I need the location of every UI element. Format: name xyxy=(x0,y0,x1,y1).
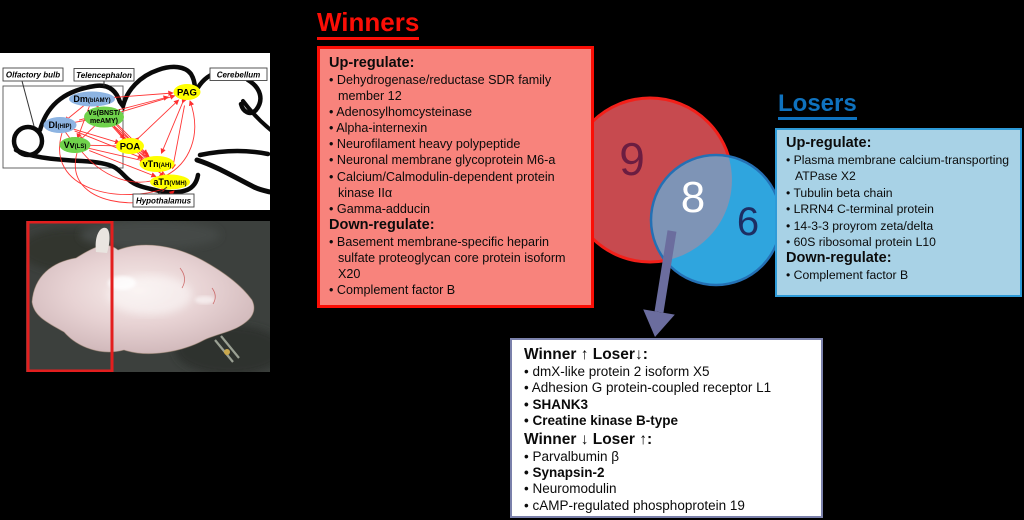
brain-outline xyxy=(11,64,270,195)
list-item: Neuronal membrane glycoprotein M6-a xyxy=(329,152,582,168)
node-atn xyxy=(150,174,190,190)
winner-down-loser-up-list: Parvalbumin β Synapsin-2 Neuromodulin cA… xyxy=(524,449,809,515)
venn-losers-count: 6 xyxy=(737,200,759,244)
telencephalon-label: Telencephalon xyxy=(76,71,132,80)
region-labels: Olfactory bulb Telencephalon Cerebellum … xyxy=(2,67,268,208)
node-dm xyxy=(69,91,115,107)
winners-down-header: Down-regulate: xyxy=(329,216,435,233)
forceps-joint xyxy=(224,349,230,355)
venn-shared-count: 8 xyxy=(681,173,705,222)
brain-nodes: Dm(blAMY) Vs(BNST/meAMY) Dl(HIP) Vv(LS) … xyxy=(43,84,201,190)
list-item: Adenosylhomcysteinase xyxy=(329,104,582,120)
node-vv-label: Vv(LS) xyxy=(64,140,87,150)
brain-tissue-stub xyxy=(95,227,110,253)
list-item: Alpha-internexin xyxy=(329,120,582,136)
list-item: Synapsin-2 xyxy=(524,465,809,481)
venn-winners-count: 9 xyxy=(619,133,645,185)
hypothalamus-leader-line xyxy=(157,186,168,195)
list-item: Dehydrogenase/reductase SDR family membe… xyxy=(329,72,582,104)
list-item: Complement factor B xyxy=(329,282,582,298)
list-item: SHANK3 xyxy=(524,397,809,413)
winner-up-loser-down-header: Winner ↑ Loser↓: xyxy=(524,346,648,363)
cerebellum-labelbox xyxy=(209,67,268,81)
node-dm-label: Dm(blAMY) xyxy=(73,94,110,104)
node-poa-label: POA xyxy=(120,142,141,153)
arrow-head xyxy=(643,309,675,337)
list-item: 60S ribosomal protein L10 xyxy=(786,234,1011,250)
specular-highlight xyxy=(108,276,136,290)
roi-rectangle xyxy=(26,221,114,372)
list-item: 14-3-3 proyrom zeta/delta xyxy=(786,218,1011,234)
list-item: dmX-like protein 2 isoform X5 xyxy=(524,364,809,380)
capillaries xyxy=(179,267,216,305)
venn-diagram: 9 8 6 xyxy=(566,96,783,287)
list-item: Adhesion G protein-coupled receptor L1 xyxy=(524,380,809,396)
list-item: Neuromodulin xyxy=(524,481,809,497)
winner-down-loser-up-header: Winner ↓ Loser ↑: xyxy=(524,430,653,448)
node-pag xyxy=(173,84,201,100)
list-item: Creatine kinase B-type xyxy=(524,413,809,429)
olfactory-bulb-labelbox xyxy=(2,67,64,82)
node-atn-label: aTn(VMH) xyxy=(153,177,186,187)
winners-title: Winners xyxy=(317,8,420,41)
forceps xyxy=(214,335,240,363)
photo-highlight-bg xyxy=(80,221,220,249)
brain-schematic-diagram: Dm(blAMY) Vs(BNST/meAMY) Dl(HIP) Vv(LS) … xyxy=(0,53,270,210)
node-poa xyxy=(116,138,144,154)
specular-highlight xyxy=(195,296,215,304)
comparison-panel: Winner ↑ Loser↓: dmX-like protein 2 isof… xyxy=(510,338,823,518)
telencephalon-labelbox xyxy=(73,68,135,82)
node-dl-label: Dl(HIP) xyxy=(49,120,72,130)
list-item: LRRN4 C-terminal protein xyxy=(786,201,1011,217)
cerebellum-label: Cerebellum xyxy=(217,71,261,80)
losers-down-list: Complement factor B xyxy=(786,267,1011,283)
hypothalamus-labelbox xyxy=(132,193,195,208)
list-item: Plasma membrane calcium-transporting ATP… xyxy=(786,152,1011,185)
losers-up-header: Up-regulate: xyxy=(786,135,872,151)
node-vs-label: Vs(BNST/meAMY) xyxy=(88,110,120,125)
list-item: cAMP-regulated phosphoprotein 19 xyxy=(524,498,809,514)
list-item: Calcium/Calmodulin-dependent protein kin… xyxy=(329,169,582,201)
losers-up-list: Plasma membrane calcium-transporting ATP… xyxy=(786,152,1011,250)
list-item: Parvalbumin β xyxy=(524,449,809,465)
winners-down-list: Basement membrane-specific heparin sulfa… xyxy=(329,234,582,298)
losers-down-header: Down-regulate: xyxy=(786,250,892,267)
brain-dissection-photo xyxy=(26,221,270,372)
winners-up-list: Dehydrogenase/reductase SDR family membe… xyxy=(329,72,582,217)
olfactory-leader-line xyxy=(21,80,35,127)
olfactory-bulb-label: Olfactory bulb xyxy=(6,71,60,80)
node-vtn-label: vTn(AH) xyxy=(143,159,172,169)
list-item: Tubulin beta chain xyxy=(786,185,1011,201)
node-dl xyxy=(43,117,77,133)
node-vs xyxy=(84,106,124,128)
winners-panel: Up-regulate: Dehydrogenase/reductase SDR… xyxy=(317,46,594,308)
list-item: Gamma-adducin xyxy=(329,201,582,217)
list-item: Complement factor B xyxy=(786,267,1011,283)
node-vv xyxy=(59,137,91,153)
node-vtn xyxy=(139,156,175,172)
node-pag-label: PAG xyxy=(177,88,197,99)
hypothalamus-label: Hypothalamus xyxy=(136,197,192,206)
winners-up-header: Up-regulate: xyxy=(329,55,415,71)
losers-title: Losers xyxy=(778,91,857,121)
list-item: Neurofilament heavy polypeptide xyxy=(329,136,582,152)
winner-up-loser-down-list: dmX-like protein 2 isoform X5 Adhesion G… xyxy=(524,364,809,430)
losers-panel: Up-regulate: Plasma membrane calcium-tra… xyxy=(775,128,1022,297)
list-item: Basement membrane-specific heparin sulfa… xyxy=(329,234,582,282)
